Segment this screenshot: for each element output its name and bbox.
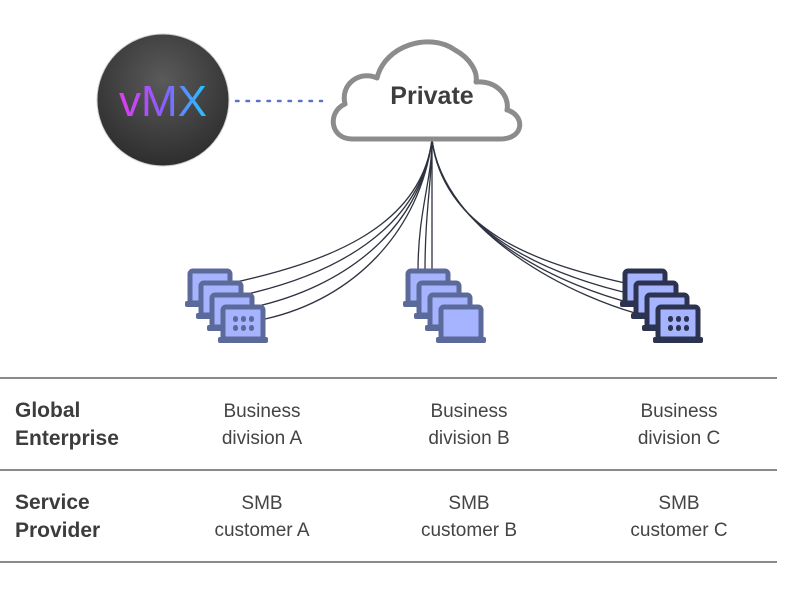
row-header-line: Global bbox=[15, 399, 81, 422]
keypad-dot-icon bbox=[684, 325, 689, 331]
cell-line: Business bbox=[640, 401, 718, 422]
cell-division-a: Business division A bbox=[172, 398, 352, 452]
site-group-a bbox=[185, 271, 268, 343]
cell-customer-a: SMB customer A bbox=[172, 490, 352, 544]
cell-line: division B bbox=[428, 428, 510, 449]
keypad-dot-icon bbox=[233, 316, 238, 322]
cell-line: customer A bbox=[214, 520, 310, 541]
computer-icon bbox=[653, 307, 703, 343]
keypad-dot-icon bbox=[668, 325, 673, 331]
vmx-label: vMX bbox=[119, 77, 207, 126]
computer-icon bbox=[436, 307, 486, 343]
cell-line: division C bbox=[637, 428, 721, 449]
row-header-line: Enterprise bbox=[15, 427, 119, 450]
keypad-dot-icon bbox=[241, 325, 246, 331]
computer-icon bbox=[218, 307, 268, 343]
keypad-dot-icon bbox=[233, 325, 238, 331]
cell-customer-b: SMB customer B bbox=[379, 490, 559, 544]
row-header-line: Service bbox=[15, 491, 90, 514]
row-header: Global Enterprise bbox=[15, 397, 119, 453]
connection-lines bbox=[231, 139, 659, 320]
connection-line bbox=[264, 139, 433, 320]
site-group-b bbox=[403, 271, 486, 343]
keypad-dot-icon bbox=[668, 316, 673, 322]
keypad-dot-icon bbox=[249, 325, 254, 331]
cell-division-c: Business division C bbox=[589, 398, 769, 452]
cell-line: SMB bbox=[448, 493, 490, 514]
cell-division-b: Business division B bbox=[379, 398, 559, 452]
connection-line bbox=[431, 139, 648, 308]
cell-customer-c: SMB customer C bbox=[589, 490, 769, 544]
keypad-dot-icon bbox=[241, 316, 246, 322]
network-diagram: vMX Private bbox=[96, 33, 788, 370]
cell-line: SMB bbox=[241, 493, 283, 514]
table-divider-middle bbox=[0, 469, 777, 471]
vmx-node: vMX bbox=[96, 33, 230, 167]
connection-line bbox=[253, 139, 433, 308]
site-group-c bbox=[620, 271, 703, 343]
keypad-dot-icon bbox=[684, 316, 689, 322]
keypad-dot-icon bbox=[249, 316, 254, 322]
table-divider-bottom bbox=[0, 561, 777, 563]
connection-line bbox=[431, 139, 637, 296]
table-divider-top bbox=[0, 377, 777, 379]
connection-line bbox=[231, 139, 433, 284]
private-cloud: Private bbox=[330, 39, 523, 142]
keypad-dot-icon bbox=[676, 325, 681, 331]
cell-line: division A bbox=[221, 428, 303, 449]
cell-line: Business bbox=[430, 401, 508, 422]
connection-line bbox=[242, 139, 433, 296]
row-header-line: Provider bbox=[15, 519, 101, 542]
cloud-label: Private bbox=[390, 82, 473, 110]
cell-line: Business bbox=[223, 401, 301, 422]
cell-line: customer C bbox=[630, 520, 728, 541]
connection-line bbox=[431, 139, 659, 320]
row-header: Service Provider bbox=[15, 489, 100, 545]
cell-line: customer B bbox=[420, 520, 518, 541]
cloud-icon bbox=[330, 39, 523, 142]
cell-line: SMB bbox=[658, 493, 700, 514]
keypad-dot-icon bbox=[676, 316, 681, 322]
